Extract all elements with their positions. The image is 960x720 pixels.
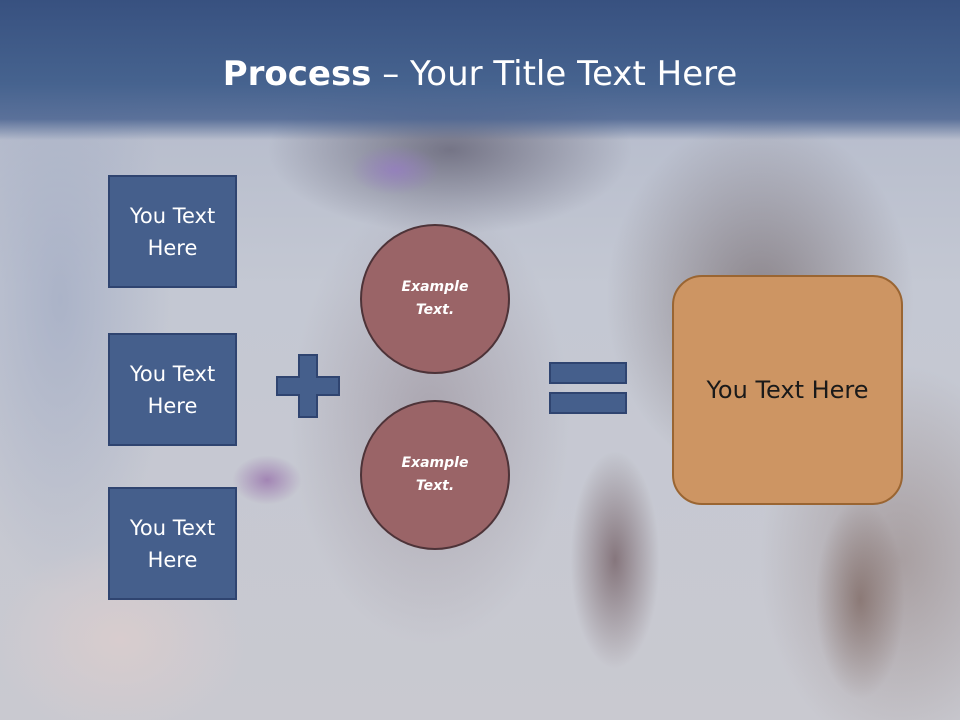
input-box-3-label: You Text Here (129, 515, 216, 572)
equals-bar-top (549, 362, 627, 384)
background-earring (570, 450, 660, 670)
title-banner (0, 0, 960, 140)
title-bold: Process (222, 54, 372, 94)
input-box-1: You Text Here (108, 175, 237, 288)
example-circle-2-label: Example Text. (401, 455, 469, 494)
background-lips (232, 455, 302, 505)
equals-bar-bottom (549, 392, 627, 414)
input-box-1-label: You Text Here (129, 203, 216, 260)
input-box-3: You Text Here (108, 487, 237, 600)
input-box-2: You Text Here (108, 333, 237, 446)
title-rest: – Your Title Text Here (371, 54, 738, 94)
background-eye-shadow (350, 145, 440, 195)
plus-icon (276, 354, 340, 418)
background-earring-right (815, 500, 905, 700)
result-box: You Text Here (672, 275, 903, 505)
result-box-label: You Text Here (706, 376, 869, 404)
slide-title: Process – Your Title Text Here (0, 52, 960, 96)
example-circle-1-label: Example Text. (401, 279, 469, 318)
input-box-2-label: You Text Here (129, 361, 216, 418)
example-circle-2: Example Text. (360, 400, 510, 550)
example-circle-1: Example Text. (360, 224, 510, 374)
